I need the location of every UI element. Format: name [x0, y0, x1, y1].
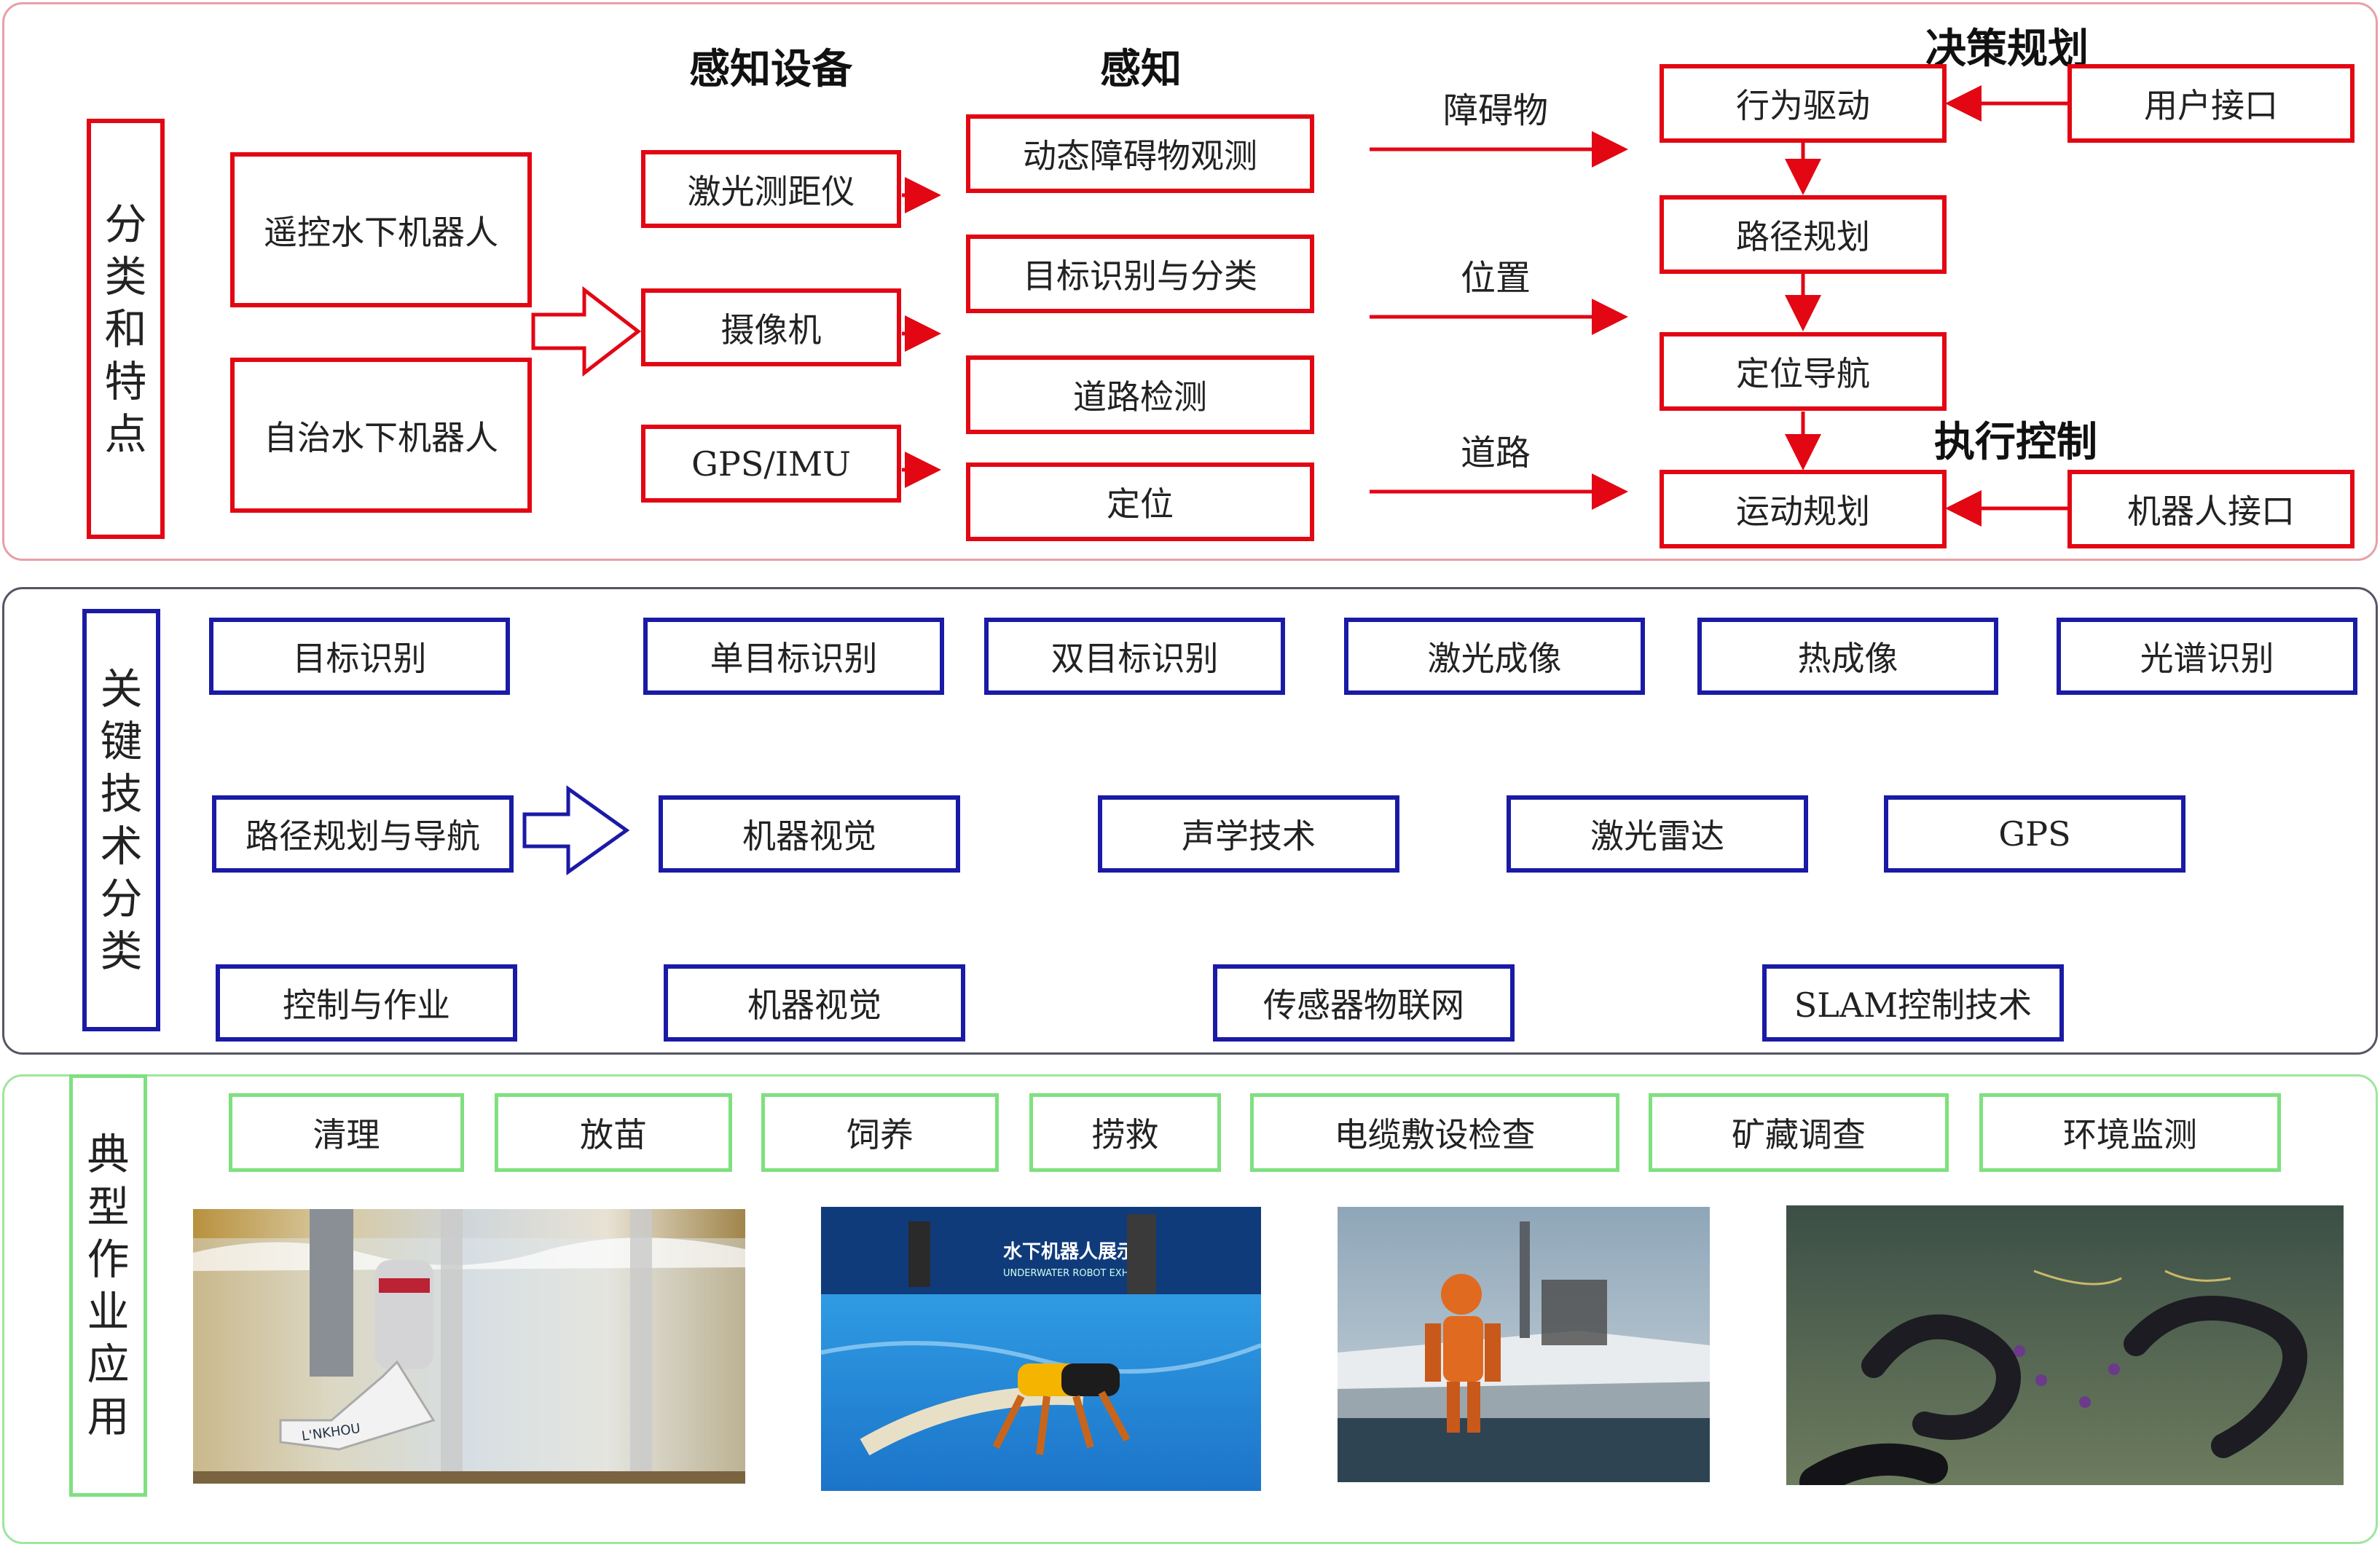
robot-to-devices-arrow — [531, 286, 642, 377]
app-rescue: 捞救 — [1029, 1093, 1221, 1172]
tech-path-planning: 路径规划与导航 — [212, 795, 514, 873]
tech-lidar: 激光雷达 — [1507, 795, 1808, 873]
tech-spectral-recognition: 光谱识别 — [2057, 618, 2357, 695]
planning-motion: 运动规划 — [1660, 470, 1947, 548]
section-key-tech-panel — [2, 587, 2378, 1055]
classification-section-label: 分类和特点 — [87, 119, 165, 539]
planning-behavior-drive: 行为驱动 — [1660, 64, 1947, 143]
perception-header: 感知 — [1100, 46, 1182, 93]
tech-control-operation: 控制与作业 — [216, 964, 517, 1042]
tech-machine-vision-2: 机器视觉 — [664, 964, 965, 1042]
perception-road-detection: 道路检测 — [966, 355, 1314, 434]
app-cable-inspection: 电缆敷设检查 — [1250, 1093, 1619, 1172]
device-laser-rangefinder: 激光测距仪 — [641, 150, 901, 228]
tech-single-target: 单目标识别 — [643, 618, 944, 695]
device-gps-imu: GPS/IMU — [641, 425, 901, 503]
expo-banner-text: 水下机器人展示 — [1003, 1241, 1136, 1263]
user-interface-box: 用户接口 — [2067, 64, 2355, 143]
app-environment-monitoring: 环境监测 — [1979, 1093, 2281, 1172]
section-classification-panel — [2, 2, 2378, 561]
execution-header: 执行控制 — [1934, 419, 2097, 466]
path-planning-arrow — [522, 785, 630, 875]
edge-label-obstacle: 障碍物 — [1442, 90, 1549, 131]
perception-dynamic-obstacle: 动态障碍物观测 — [966, 114, 1314, 193]
planning-path: 路径规划 — [1660, 195, 1947, 274]
edge-label-road: 道路 — [1460, 433, 1531, 473]
app-mineral-survey: 矿藏调查 — [1649, 1093, 1949, 1172]
robot-arm-water-tank-photo: L'NKHOU — [193, 1209, 745, 1484]
key-tech-section-label: 关键技术分类 — [82, 609, 160, 1031]
tech-laser-imaging: 激光成像 — [1344, 618, 1645, 695]
planning-navigation: 定位导航 — [1660, 332, 1947, 411]
tech-acoustics: 声学技术 — [1098, 795, 1399, 873]
tech-machine-vision-1: 机器视觉 — [659, 795, 960, 873]
tech-slam-control: SLAM控制技术 — [1762, 964, 2064, 1042]
tech-gps: GPS — [1884, 795, 2185, 873]
underwater-robot-expo-photo: 水下机器人展示 UNDERWATER ROBOT EXH — [821, 1207, 1261, 1491]
tech-dual-target: 双目标识别 — [984, 618, 1285, 695]
devices-header: 感知设备 — [689, 46, 852, 93]
edge-label-position: 位置 — [1460, 258, 1531, 299]
applications-section-label: 典型作业应用 — [69, 1074, 147, 1497]
robot-interface-box: 机器人接口 — [2067, 470, 2355, 548]
device-camera: 摄像机 — [641, 288, 901, 366]
tech-sensor-iot: 传感器物联网 — [1213, 964, 1515, 1042]
robot-type-autonomous: 自治水下机器人 — [230, 358, 532, 513]
app-seeding: 放苗 — [495, 1093, 732, 1172]
expo-banner-subtext: UNDERWATER ROBOT EXH — [1003, 1268, 1128, 1279]
app-feeding: 饲养 — [761, 1093, 999, 1172]
perception-target-classification: 目标识别与分类 — [966, 235, 1314, 313]
robot-type-remote: 遥控水下机器人 — [230, 152, 532, 307]
tech-thermal-imaging: 热成像 — [1697, 618, 1998, 695]
planning-header: 决策规划 — [1925, 25, 2089, 73]
snake-robots-seafloor-photo — [1786, 1205, 2344, 1485]
app-cleaning: 清理 — [229, 1093, 464, 1172]
section-applications-panel — [2, 1074, 2378, 1544]
perception-localization: 定位 — [966, 462, 1314, 541]
humanoid-diving-robot-photo — [1338, 1207, 1710, 1482]
tech-target-recognition: 目标识别 — [209, 618, 510, 695]
